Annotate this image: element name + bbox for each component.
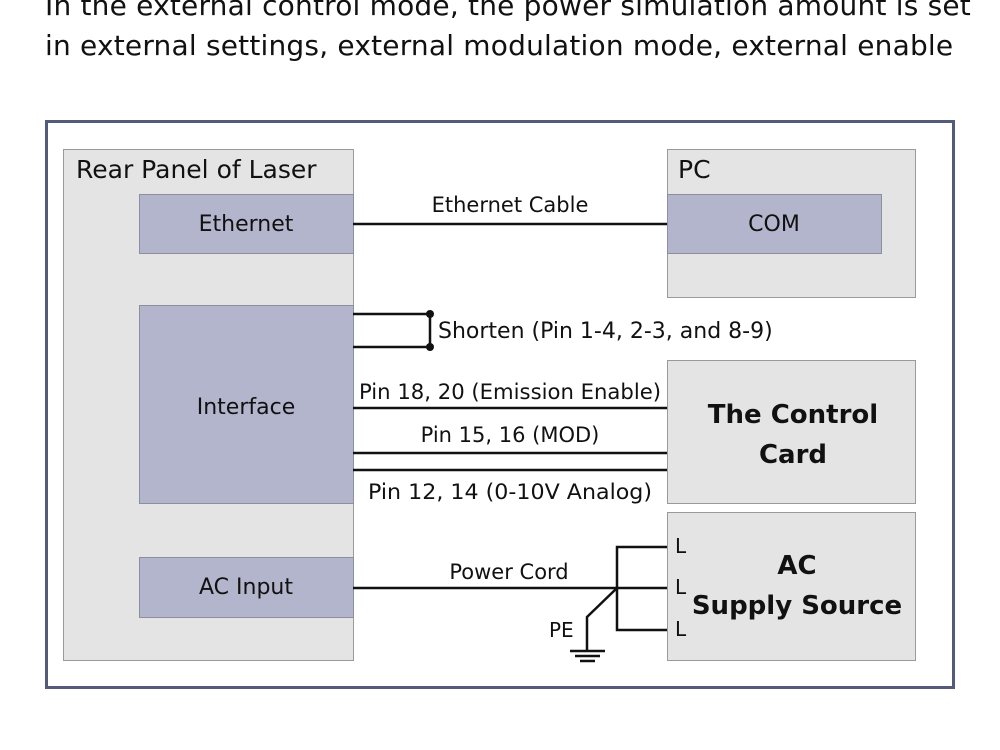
page-heading: In the external control mode, the power …: [45, 0, 971, 62]
pe-label: PE: [549, 618, 574, 642]
pin-mod-label: Pin 15, 16 (MOD): [421, 423, 600, 447]
ac-input-port-label: AC Input: [199, 575, 293, 600]
interface-port-box: [139, 305, 354, 504]
control-card-label-line1: The Control: [708, 400, 878, 430]
ethernet-cable-label: Ethernet Cable: [432, 193, 589, 217]
pin-analog-label: Pin 12, 14 (0-10V Analog): [368, 480, 652, 504]
pin-emission-label: Pin 18, 20 (Emission Enable): [359, 380, 661, 404]
pc-title: PC: [678, 155, 711, 184]
control-card-label-line2: Card: [759, 440, 827, 470]
interface-port-label: Interface: [197, 395, 296, 420]
pe-wire: [585, 587, 618, 651]
com-port-label: COM: [748, 212, 800, 237]
power-cord-label: Power Cord: [449, 560, 568, 584]
ac-supply-label-line2: Supply Source: [692, 591, 902, 621]
shorten-dot-bottom: [426, 343, 434, 351]
rear-panel-title: Rear Panel of Laser: [76, 155, 317, 184]
shorten-loop-wire: [353, 312, 432, 349]
ac-supply-box: [667, 512, 916, 661]
shorten-label: Shorten (Pin 1-4, 2-3, and 8-9): [438, 319, 773, 344]
ethernet-port-label: Ethernet: [199, 212, 294, 237]
ethernet-port-box: [139, 194, 354, 254]
l-label-top: L: [675, 534, 687, 558]
ac-supply-label-line1: AC: [777, 551, 816, 581]
l-label-middle: L: [675, 575, 687, 599]
l-label-bottom: L: [675, 617, 687, 641]
ac-input-port-box: [139, 557, 354, 618]
control-card-box: [667, 360, 916, 504]
com-port-box: [667, 194, 882, 254]
shorten-dot-top: [426, 310, 434, 318]
